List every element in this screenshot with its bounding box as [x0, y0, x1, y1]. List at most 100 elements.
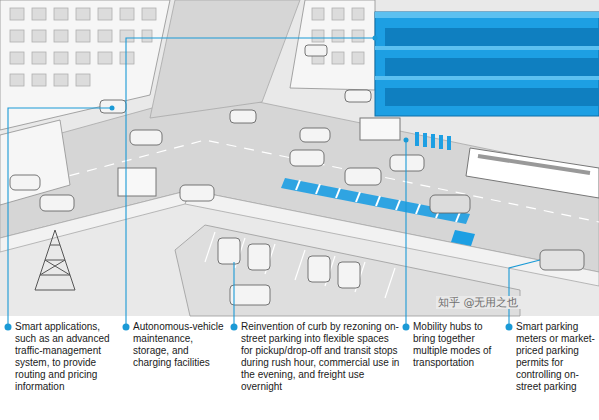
sidewalks-part [0, 190, 190, 252]
cars-part [390, 155, 424, 171]
callout-text: Mobility hubs to bring together multiple… [413, 321, 505, 369]
curb-zone-part-part [316, 184, 320, 194]
callout-dots-part [5, 324, 12, 331]
buildings-part-part [312, 8, 324, 20]
parking-garage-part [375, 76, 599, 80]
parking-lot-part-part [295, 250, 305, 280]
buildings-part-part [76, 30, 90, 42]
buildings-part-part [312, 30, 324, 42]
cars-part [300, 128, 330, 142]
buildings-part-part [10, 74, 24, 86]
buildings-part-part [352, 8, 364, 20]
buildings-part-part [10, 52, 24, 64]
curb-zone-part-part [296, 180, 300, 190]
cars [10, 45, 584, 270]
callout-dots [5, 36, 513, 331]
buildings-part-part [54, 52, 68, 64]
curb-zone-part-part [396, 200, 400, 210]
callout-text: Reinvention of curb by rezoning on-stree… [241, 321, 401, 393]
bus-shelter [118, 118, 400, 196]
buildings-part-part [98, 30, 112, 42]
curb-zone-part-part [415, 132, 419, 146]
cell-tower [35, 230, 75, 290]
parking-garage-part [375, 46, 599, 50]
buildings-part-part [54, 8, 68, 20]
curb-zone-part-part [336, 188, 340, 198]
buildings-part-part [76, 52, 90, 64]
parking-lot [175, 225, 520, 316]
callout-dots-part [231, 324, 238, 331]
leader-lines [8, 38, 540, 326]
cell-tower-part [35, 230, 75, 290]
parking-garage-part [375, 12, 599, 18]
curb-zone-part [415, 132, 451, 150]
curb-zone-part-part [439, 135, 443, 149]
leader-lines-part [509, 260, 540, 326]
buildings-part-part [32, 8, 46, 20]
curb-zone-part-part [356, 192, 360, 202]
callout-dots-part [506, 324, 513, 331]
bus [466, 148, 599, 198]
parking-lot-part-part [230, 285, 270, 305]
buildings-part-part [98, 52, 112, 64]
curb-zone-part [451, 230, 475, 246]
buildings-part-part [32, 30, 46, 42]
roads-part [150, 0, 300, 118]
cell-tower-part [40, 260, 65, 275]
buildings-part-part [120, 8, 134, 20]
parking-garage-part [385, 58, 599, 76]
parking-lot-part [175, 225, 520, 316]
parking-lot-part-part [218, 238, 240, 264]
cars-part [430, 195, 470, 213]
parking-lot-part-part [248, 244, 270, 270]
cars-part [40, 195, 74, 211]
curb-zone-part-part [423, 133, 427, 147]
buildings [0, 0, 375, 205]
bus-part [478, 156, 590, 173]
buildings-part-part [10, 8, 24, 20]
cell-tower-part [45, 260, 65, 261]
buildings-part-part [332, 30, 344, 42]
parking-garage-part [385, 28, 599, 46]
leader-lines-part [126, 38, 375, 326]
cars-part [100, 100, 126, 113]
bus-shelter-part [118, 168, 156, 196]
cars-part [10, 175, 40, 190]
parking-lot-part-part [205, 232, 215, 262]
callout-dots-part [403, 324, 410, 331]
cars-part [345, 168, 381, 185]
curb-zone-part-part [447, 136, 451, 150]
buildings-part [290, 0, 375, 90]
callout-dots-part [404, 138, 409, 143]
buildings-part [0, 0, 170, 130]
leader-lines-part [233, 262, 234, 326]
curb-zone-part-part [416, 204, 420, 214]
callout-text: Smart applications, such as an advanced … [15, 321, 121, 393]
callout-text: Smart parking meters or market-priced pa… [516, 321, 596, 393]
buildings-part-part [32, 52, 46, 64]
parking-garage-part [385, 88, 599, 106]
cell-tower-part [50, 245, 60, 246]
parking-lot-part [218, 238, 360, 305]
leader-lines-part [8, 108, 112, 326]
curb-zone-part-part [376, 196, 380, 206]
callout-dots-part [110, 106, 115, 111]
callout-dots-part [373, 36, 378, 41]
roads [0, 0, 599, 272]
buildings-part-part [76, 74, 90, 86]
buildings-part [0, 120, 70, 205]
curb-zone-part-part [431, 134, 435, 148]
watermark: 知乎 @无用之也 [436, 296, 521, 309]
cell-tower-part [45, 260, 70, 275]
roads-part [0, 140, 599, 222]
cars-part [290, 150, 324, 166]
buildings-part-part [142, 8, 156, 20]
cars-part [345, 90, 371, 102]
cars-part [540, 250, 584, 270]
buildings-part-part [32, 74, 46, 86]
buildings-part-part [142, 30, 152, 42]
buildings-part-part [10, 30, 24, 42]
buildings-part [10, 8, 364, 86]
cars-part [305, 45, 327, 56]
parking-lot-part-part [308, 256, 330, 282]
